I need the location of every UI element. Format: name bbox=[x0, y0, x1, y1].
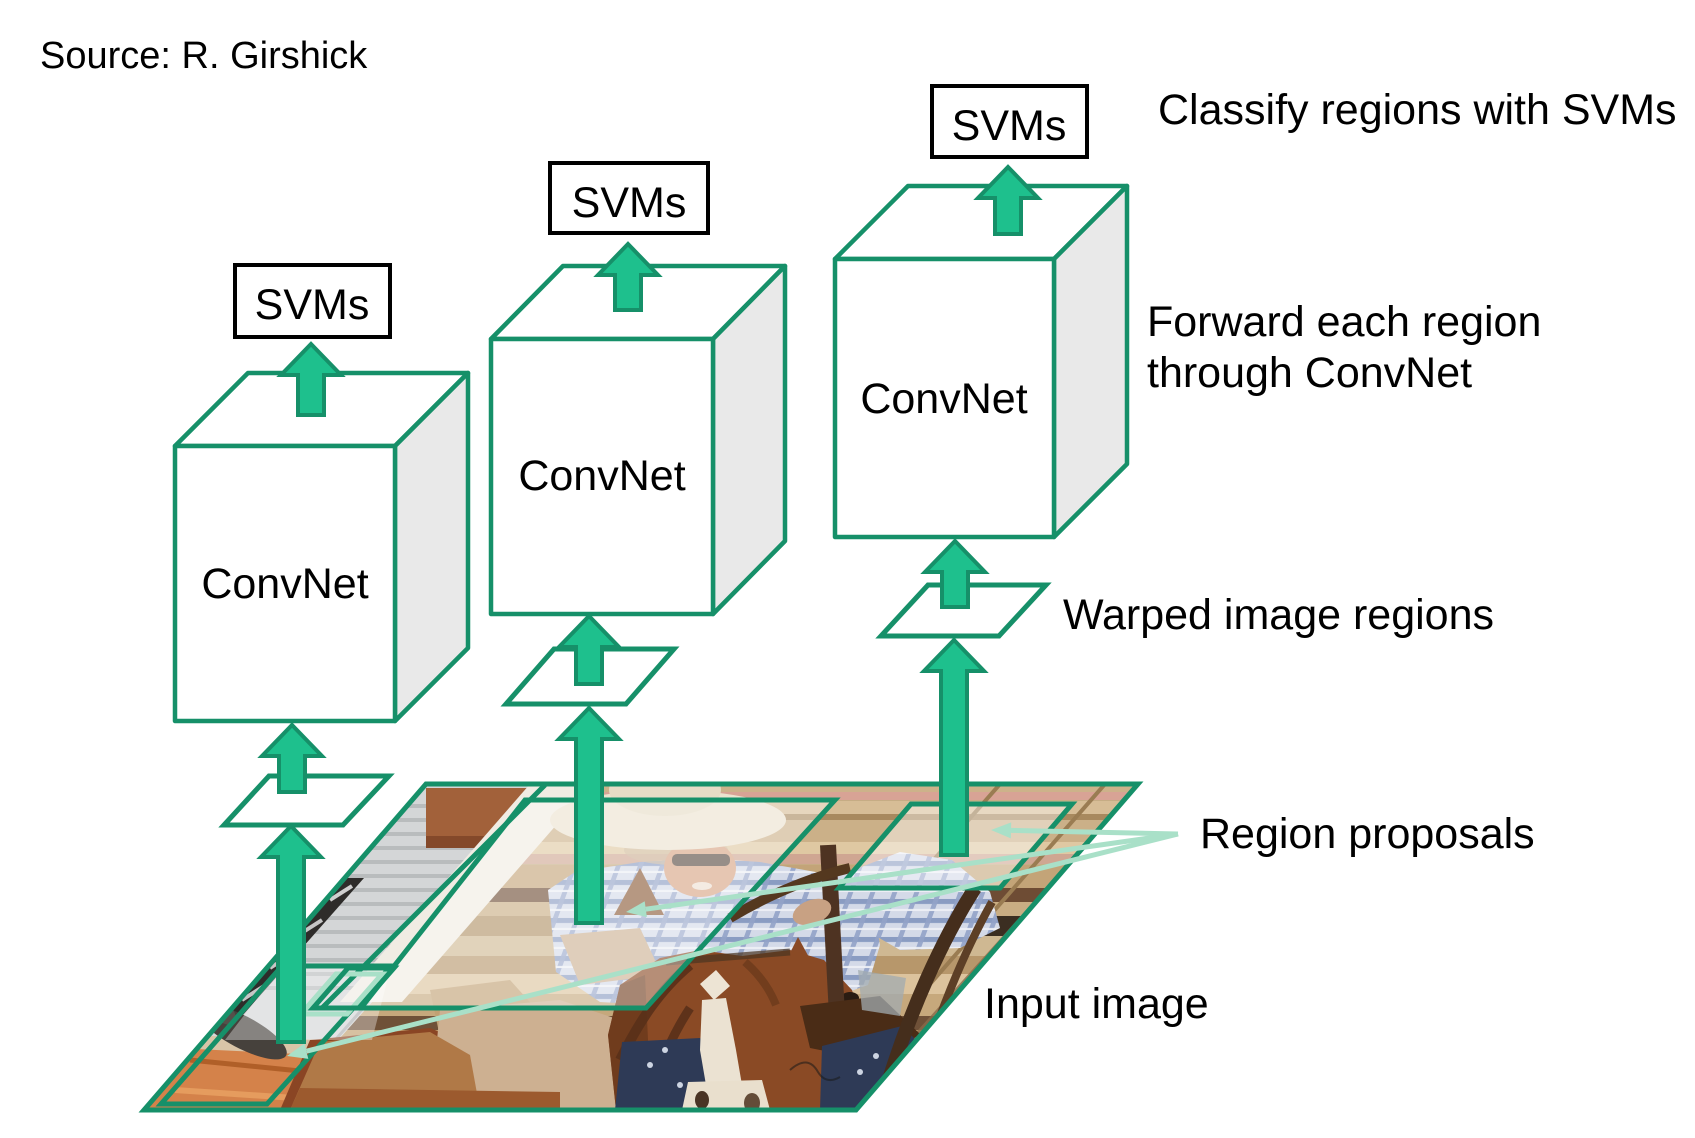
svg-text:Input image: Input image bbox=[984, 980, 1209, 1028]
svg-text:ConvNet: ConvNet bbox=[860, 375, 1027, 423]
svg-text:Region proposals: Region proposals bbox=[1200, 810, 1535, 858]
svg-text:SVMs: SVMs bbox=[255, 281, 370, 329]
svg-text:through ConvNet: through ConvNet bbox=[1147, 349, 1472, 397]
svg-text:Source: R. Girshick: Source: R. Girshick bbox=[40, 35, 368, 77]
svg-text:Classify regions with SVMs: Classify regions with SVMs bbox=[1158, 86, 1677, 134]
svg-text:ConvNet: ConvNet bbox=[201, 560, 368, 608]
svg-text:ConvNet: ConvNet bbox=[518, 452, 685, 500]
svg-text:SVMs: SVMs bbox=[952, 102, 1067, 150]
svg-text:SVMs: SVMs bbox=[572, 179, 687, 227]
svg-text:Warped image regions: Warped image regions bbox=[1063, 591, 1494, 639]
svg-text:Forward each region: Forward each region bbox=[1147, 298, 1541, 346]
